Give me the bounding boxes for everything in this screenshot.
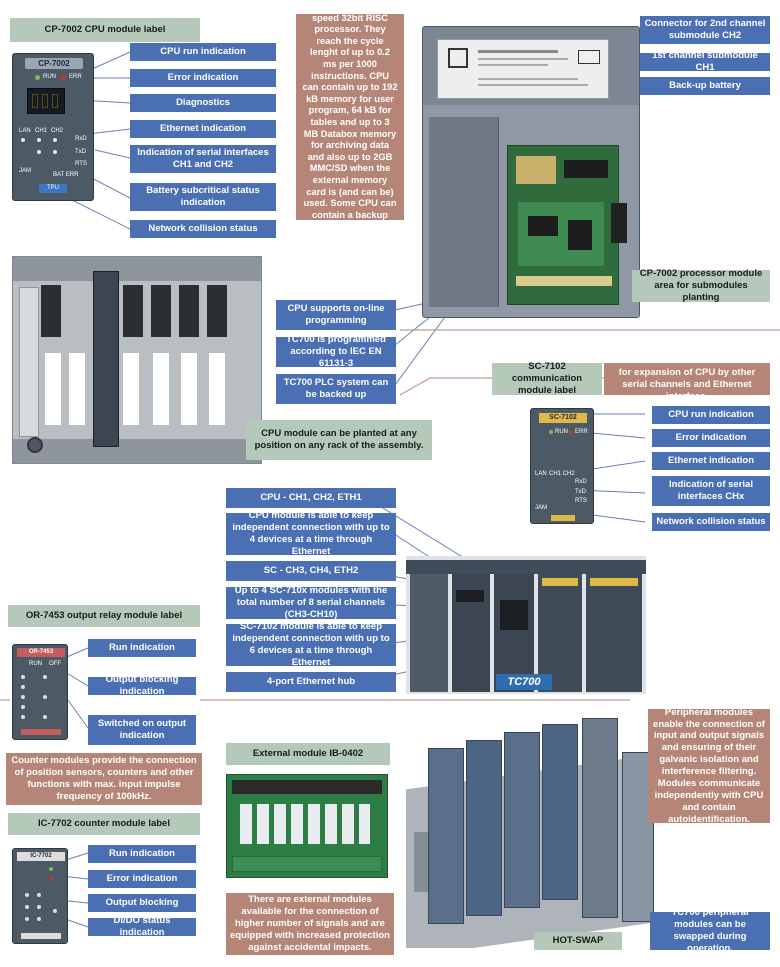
callout-submodule-ch1: 1st channel submodule CH1 <box>640 50 770 73</box>
swap-note: TC700 peripheral modules can be swapped … <box>650 907 770 954</box>
bat-err-text: BAT ERR <box>53 172 79 178</box>
or-run-text: RUN <box>29 661 42 667</box>
callout-processor-area: CP-7002 processor module area for submod… <box>632 268 770 303</box>
callout-or-switched: Switched on output indication <box>88 715 196 745</box>
ic-panel-title: IC-7702 <box>17 852 65 861</box>
callout-ic-error: Error indication <box>88 870 196 888</box>
or-label-title: OR-7453 output relay module label <box>8 605 200 627</box>
callout-online-programming: CPU supports on-line programming <box>276 300 396 330</box>
callout-comm-serial: Indication of serial interfaces CHx <box>652 476 770 506</box>
cpu-nameplate <box>437 39 609 99</box>
callout-comm-error: Error indication <box>652 429 770 447</box>
cpu-label-title: CP-7002 CPU module label <box>10 18 200 42</box>
run-led-icon <box>35 75 40 80</box>
brand-badge: TC700 <box>496 674 552 690</box>
callout-or-run: Run indication <box>88 639 196 657</box>
callout-comm-collision: Network collision status <box>652 513 770 531</box>
callout-sc-ethernet-devices: SC-7102 module is able to keep independe… <box>226 621 396 668</box>
callout-cpu-run: CPU run indication <box>130 43 276 61</box>
comm-txd-text: TxD <box>575 489 586 495</box>
counter-description: Counter modules provide the connection o… <box>6 753 202 805</box>
callout-cpu-channels: CPU - CH1, CH2, ETH1 <box>226 488 396 508</box>
diagnostics-display <box>27 88 65 114</box>
or-off-text: OFF <box>49 661 61 667</box>
run-text: RUN <box>43 74 56 80</box>
callout-comm-ethernet: Ethernet indication <box>652 452 770 470</box>
comm-lan-text: LAN <box>535 471 547 477</box>
callout-cpu-error: Error indication <box>130 69 276 87</box>
callout-backup-battery: Back-up battery <box>640 77 770 95</box>
err-led-icon <box>61 75 66 80</box>
cpu-label-panel: CP-7002 RUN ERR LAN CH1 CH2 RxD TxD RTS … <box>12 53 94 201</box>
callout-battery: Battery subcritical status indication <box>130 183 276 211</box>
external-title: External module IB-0402 <box>226 743 390 765</box>
callout-comm-run: CPU run indication <box>652 406 770 424</box>
system-photo: TC700 <box>406 556 646 694</box>
callout-connector-ch2: Connector for 2nd channel submodule CH2 <box>640 16 770 44</box>
callout-ic-blocking: Output blocking <box>88 894 196 912</box>
err-text: ERR <box>69 74 82 80</box>
tpu-text: TPU <box>39 184 67 193</box>
comm-chx-text: CH1 CH2 <box>549 471 575 477</box>
comm-rxd-text: RxD <box>575 479 587 485</box>
callout-ic-dido: DI/DO status indication <box>88 915 196 938</box>
rack-photo <box>12 256 262 464</box>
cpu-description: CPU modules are equipped with high-speed… <box>296 1 404 243</box>
or-label-panel: OR-7453 RUN OFF <box>12 644 68 740</box>
callout-ic-run: Run indication <box>88 845 196 863</box>
hot-swap-label: HOT-SWAP <box>534 932 622 950</box>
comm-jam-text: JAM <box>535 505 547 511</box>
ch2-text: CH2 <box>51 128 64 134</box>
callout-ethernet-hub: 4-port Ethernet hub <box>226 672 396 692</box>
jam-text: JAM <box>19 168 31 174</box>
ic-label-title: IC-7702 counter module label <box>8 813 200 835</box>
callout-ethernet: Ethernet indication <box>130 120 276 138</box>
external-module-photo <box>222 770 392 886</box>
rts-text: RTS <box>75 161 87 167</box>
cpu-panel-title: CP-7002 <box>25 58 83 69</box>
comm-err-text: ERR <box>575 429 588 435</box>
cpu-module-photo <box>422 26 640 318</box>
backup-battery <box>611 203 627 243</box>
comm-label-panel: SC-7102 RUN ERR LAN CH1 CH2 RxD TxD RTS … <box>530 408 594 524</box>
callout-or-blocking: Output blocking indication <box>88 674 196 697</box>
external-description: There are external modules available for… <box>226 893 394 955</box>
or-panel-title: OR-7453 <box>17 648 65 657</box>
callout-collision: Network collision status <box>130 220 276 238</box>
peripheral-description: Peripheral modules enable the connection… <box>648 707 770 825</box>
peripheral-photo <box>400 712 662 948</box>
rxd-text: RxD <box>75 136 87 142</box>
submodule-board <box>507 145 619 305</box>
callout-diagnostics: Diagnostics <box>130 94 276 112</box>
comm-rts-text: RTS <box>575 498 587 504</box>
comm-description: Communication modules are used for expan… <box>604 355 770 402</box>
callout-iec-programming: TC700 is programmed according to IEC EN … <box>276 334 396 369</box>
callout-sc-modules: Up to 4 SC-710x modules with the total n… <box>226 585 396 620</box>
callout-serial-ch1-ch2: Indication of serial interfaces CH1 and … <box>130 145 276 173</box>
ch1-text: CH1 <box>35 128 48 134</box>
comm-panel-title: SC-7102 <box>539 413 587 423</box>
ic-label-panel: IC-7702 <box>12 848 68 944</box>
txd-text: TxD <box>75 149 86 155</box>
lan-text: LAN <box>19 128 31 134</box>
callout-backed-up: TC700 PLC system can be backed up <box>276 374 396 404</box>
rack-cpu-module <box>93 271 119 447</box>
callout-cpu-ethernet-devices: CPU module is able to keep independent c… <box>226 510 396 557</box>
comm-run-text: RUN <box>555 429 568 435</box>
callout-sc-channels: SC - CH3, CH4, ETH2 <box>226 561 396 581</box>
rack-note: CPU module can be planted at any positio… <box>246 420 432 460</box>
comm-label-title: SC-7102 communication module label <box>492 361 602 396</box>
